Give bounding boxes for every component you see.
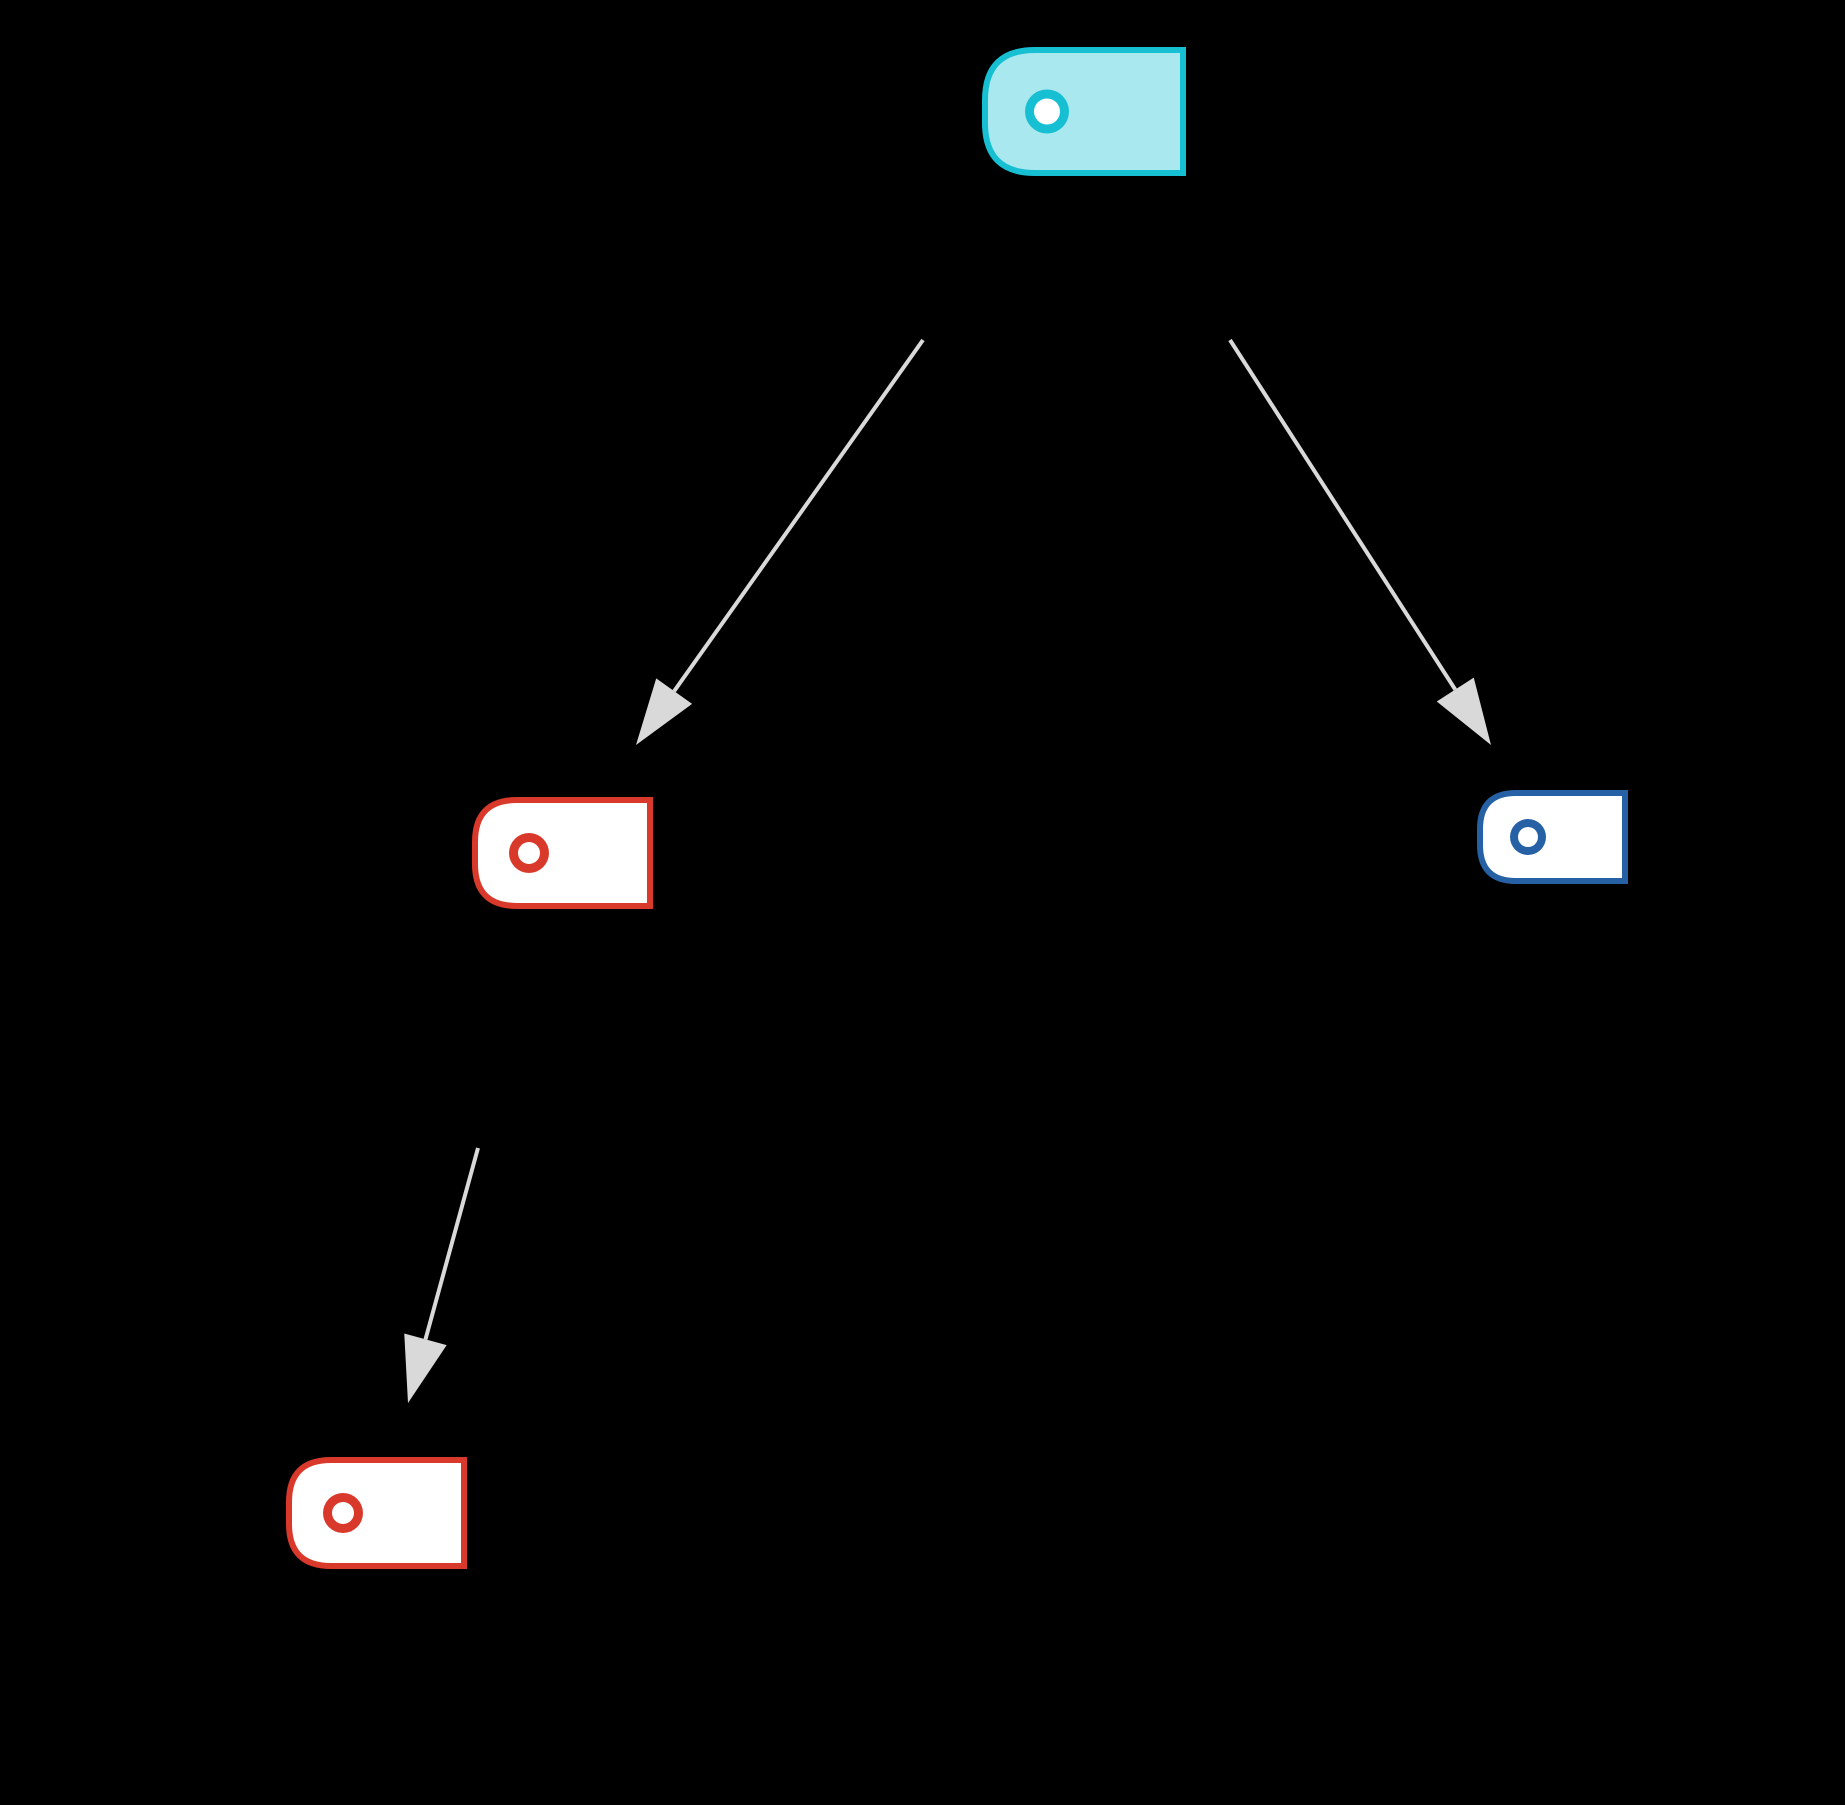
arrowhead-icon: [1436, 677, 1491, 745]
tag-icon: [1518, 827, 1538, 847]
tag-inner: [484, 809, 641, 897]
root-tag-node[interactable]: [982, 47, 1186, 176]
edge-left-to-leftleft: [404, 1147, 480, 1403]
tag-inner: [994, 59, 1174, 164]
tag-inner: [298, 1469, 455, 1557]
tag-icon: [518, 842, 540, 864]
arrowhead-icon: [636, 678, 693, 745]
left-tag-node[interactable]: [472, 797, 653, 909]
edges-layer: [404, 338, 1491, 1403]
edge-root-to-left: [636, 338, 925, 745]
tag-icon: [332, 1502, 354, 1524]
arrowhead-icon: [404, 1333, 447, 1403]
edge-root-to-right: [1228, 338, 1491, 745]
tag-icon: [1034, 98, 1060, 125]
nodes-layer: [286, 47, 1628, 1569]
right-tag-node[interactable]: [1477, 790, 1628, 884]
edge-line: [672, 338, 925, 693]
edge-line: [1228, 338, 1457, 691]
tag-inner: [1489, 802, 1616, 872]
bottom-left-tag-node[interactable]: [286, 1457, 467, 1569]
edge-line: [423, 1147, 480, 1340]
